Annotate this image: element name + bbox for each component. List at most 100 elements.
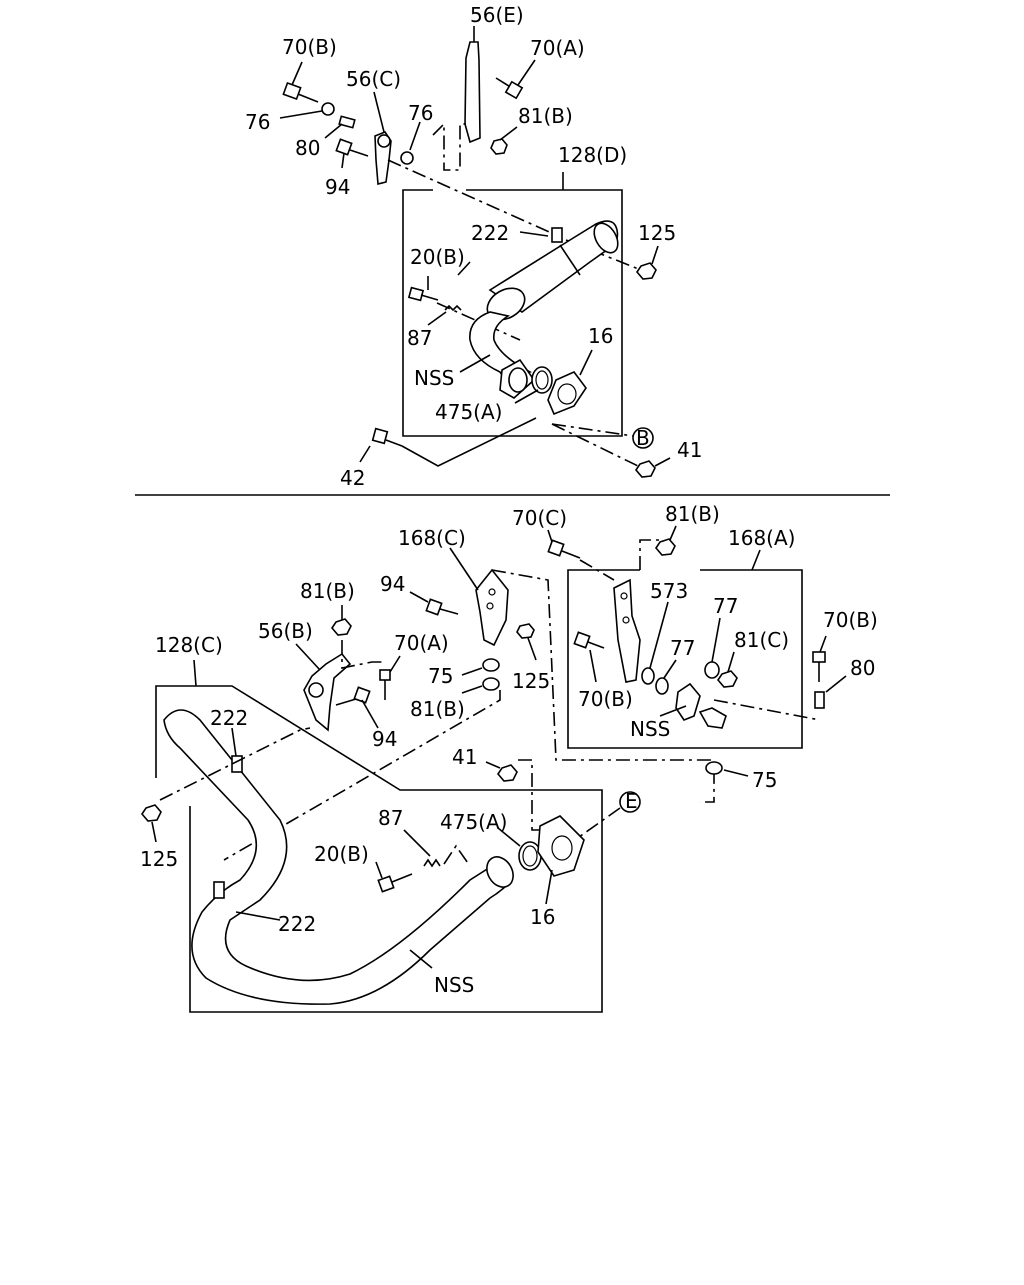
bolt-42 — [359, 427, 403, 463]
label-475a: 475(A) — [435, 400, 502, 424]
label-81b-mid: 81(B) — [410, 697, 465, 721]
label-81b-left: 81(B) — [300, 579, 355, 603]
bolt-20b — [407, 286, 439, 302]
gasket-475a — [531, 366, 553, 394]
nut-81c — [716, 670, 738, 688]
nut-125-left — [140, 804, 162, 822]
label-81b: 81(B) — [518, 104, 573, 128]
flange-front — [499, 358, 536, 399]
nut-41-bottom — [496, 764, 518, 782]
clamp-222-top — [231, 755, 243, 773]
bolt-70b — [282, 61, 319, 103]
hanger-nss-right — [675, 682, 727, 729]
label-nss-bottom: NSS — [434, 973, 474, 997]
rear-pipe — [163, 709, 514, 1005]
label-77-lower: 77 — [670, 636, 695, 660]
label-128d: 128(D) — [558, 143, 627, 167]
bolt-70a — [495, 59, 536, 100]
gasket-16 — [547, 371, 587, 416]
nut-81b — [490, 138, 508, 155]
gasket-16-bottom — [537, 815, 585, 877]
label-128c: 128(C) — [155, 633, 223, 657]
washer-76 — [321, 102, 335, 116]
nut-41 — [634, 460, 656, 478]
label-125-left: 125 — [140, 847, 178, 871]
frame-168a — [567, 569, 803, 749]
label-70b-right: 70(B) — [823, 608, 878, 632]
bracket-168a — [613, 578, 641, 683]
label-222-top: 222 — [210, 706, 248, 730]
label-70a: 70(A) — [530, 36, 585, 60]
label-nss-right: NSS — [630, 717, 670, 741]
bolt-70b-mid — [573, 631, 605, 683]
bolt-94 — [335, 138, 369, 169]
bolt-70a-bottom — [379, 655, 401, 700]
label-41: 41 — [452, 745, 477, 769]
bolt-94-top — [409, 591, 459, 616]
frame-128c — [155, 685, 603, 1013]
label-70c: 70(C) — [512, 506, 567, 530]
label-87: 87 — [407, 326, 432, 350]
clamp-222 — [551, 227, 563, 243]
ref-circle-b — [632, 427, 654, 449]
label-77-upper: 77 — [713, 594, 738, 618]
label-16: 16 — [530, 905, 555, 929]
nut-125 — [635, 262, 657, 280]
label-168a: 168(A) — [728, 526, 795, 550]
clamp-222-bottom — [213, 881, 225, 899]
label-75-left: 75 — [428, 664, 453, 688]
bolt-94-bottom — [335, 686, 379, 729]
washer-76-right — [400, 151, 414, 165]
label-ref-b: B — [636, 426, 650, 450]
label-222-bottom: 222 — [278, 912, 316, 936]
label-70b: 70(B) — [282, 35, 337, 59]
label-94-bottom: 94 — [372, 727, 397, 751]
label-87: 87 — [378, 806, 403, 830]
label-nss: NSS — [414, 366, 454, 390]
spring-87-bottom — [423, 858, 441, 868]
label-56b: 56(B) — [258, 619, 313, 643]
ref-circle-e — [619, 791, 641, 813]
label-75-right: 75 — [752, 768, 777, 792]
label-125: 125 — [638, 221, 676, 245]
collar-77-lower — [655, 677, 669, 695]
washer-75-left — [482, 658, 500, 672]
label-81b-top: 81(B) — [665, 502, 720, 526]
label-76-right: 76 — [408, 101, 433, 125]
label-125-mid: 125 — [512, 669, 550, 693]
nut-81b-left — [330, 618, 352, 636]
pin-80 — [814, 691, 825, 709]
bracket-56b — [303, 652, 352, 732]
top-assembly: 56(E) 70(B) 70(A) 56(C) 76 81(B) 76 80 1… — [245, 3, 702, 490]
label-20b: 20(B) — [410, 245, 465, 269]
washer-75-right — [705, 761, 723, 775]
label-42: 42 — [340, 466, 365, 490]
label-20b: 20(B) — [314, 842, 369, 866]
label-94: 94 — [325, 175, 350, 199]
bolt-70c — [547, 529, 581, 559]
label-80: 80 — [850, 656, 875, 680]
bracket-168c — [475, 568, 509, 647]
label-56c: 56(C) — [346, 67, 401, 91]
pin-80 — [338, 115, 356, 129]
nut-81b-top — [654, 538, 676, 556]
bracket-56e — [464, 41, 481, 144]
spring-87 — [444, 304, 462, 312]
catalytic-converter — [486, 220, 619, 321]
frame-128d — [402, 189, 623, 437]
nut-81b-mid — [482, 677, 500, 691]
bolt-20b-bottom — [375, 861, 413, 893]
nut-125-mid — [516, 623, 535, 639]
label-573: 573 — [650, 579, 688, 603]
label-222: 222 — [471, 221, 509, 245]
label-76-left: 76 — [245, 110, 270, 134]
label-80: 80 — [295, 136, 320, 160]
collar-77-upper — [704, 661, 720, 679]
label-475a: 475(A) — [440, 810, 507, 834]
pin-573 — [641, 667, 655, 685]
bottom-assembly: 70(C) 81(B) 168(C) 168(A) 94 573 81(B) 7… — [140, 502, 878, 1013]
label-41: 41 — [677, 438, 702, 462]
label-ref-e: E — [625, 789, 638, 813]
